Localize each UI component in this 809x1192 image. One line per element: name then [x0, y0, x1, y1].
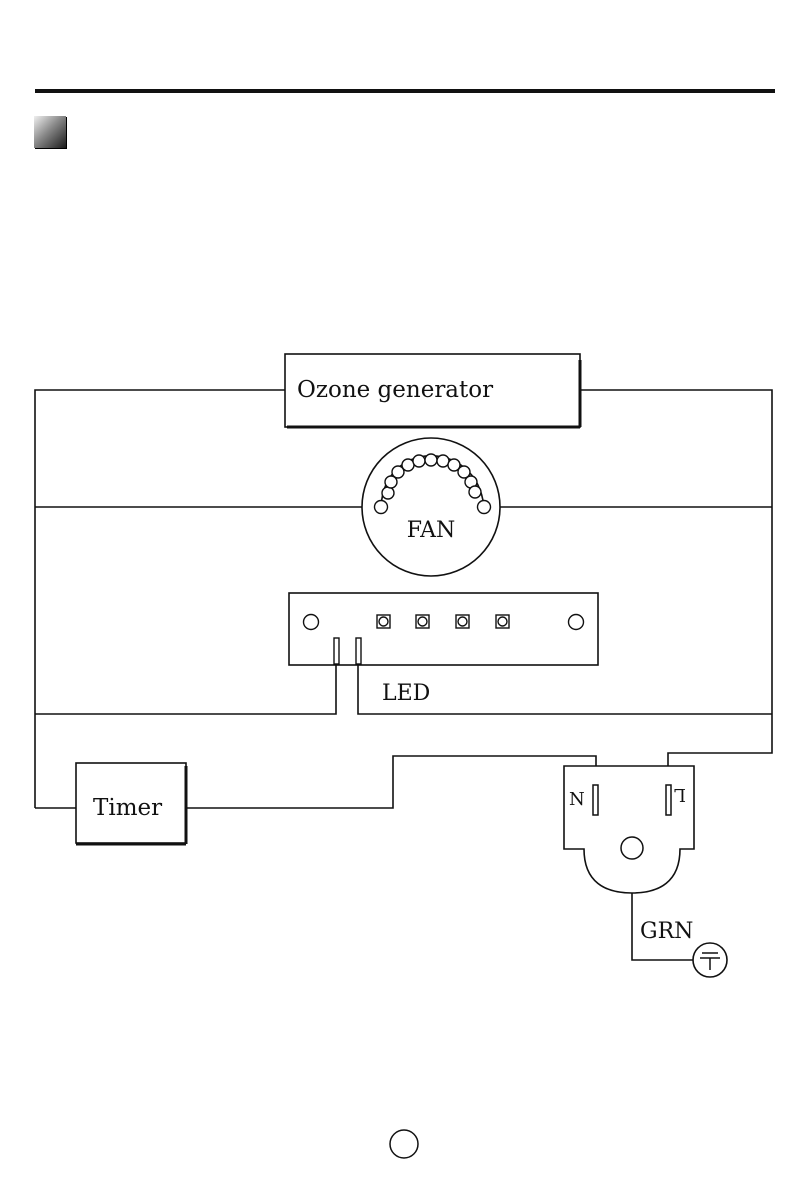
- ground-symbol-icon: [693, 943, 727, 977]
- page-number-circle: [390, 1130, 418, 1158]
- timer-label: Timer: [93, 795, 162, 821]
- ozone-generator-label: Ozone generator: [297, 377, 493, 403]
- ozone-generator: Ozone generator: [285, 354, 580, 427]
- led-label: LED: [382, 681, 430, 706]
- ground-label: GRN: [640, 919, 693, 944]
- timer: Timer: [76, 763, 186, 844]
- plug-n-label: N: [569, 789, 585, 810]
- wire-timer-right: [186, 756, 596, 808]
- fan: FAN: [362, 438, 500, 576]
- plug-prong-n: [593, 785, 598, 815]
- plug-prong-l: [666, 785, 671, 815]
- fan-label: FAN: [407, 518, 456, 543]
- plug-ground-hole: [621, 837, 643, 859]
- power-plug: N L: [564, 766, 694, 893]
- plug-l-label: L: [674, 784, 686, 805]
- wire-led-left: [35, 664, 336, 714]
